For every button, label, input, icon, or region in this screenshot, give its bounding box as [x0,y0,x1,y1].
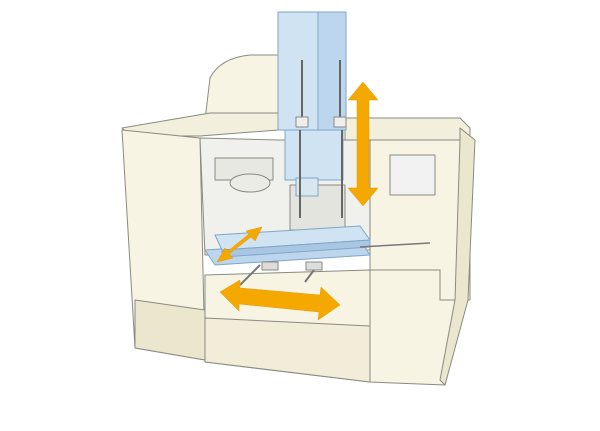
right-top-ledge [344,117,471,141]
y-axis-arrow-icon [216,226,263,263]
tool-magazine [229,173,271,193]
right-side-panel [439,127,476,386]
control-screen [389,154,436,196]
spindle-column-side [317,11,347,131]
spindle-head [284,129,344,181]
x-axis-arrow-icon [219,279,341,321]
front-base-lower [204,317,371,383]
x-ballscrew [359,242,431,248]
spindle-nose [295,177,319,197]
rear-hood [204,54,279,121]
machine-base [134,299,206,361]
z-axis-arrow-icon [347,81,379,207]
